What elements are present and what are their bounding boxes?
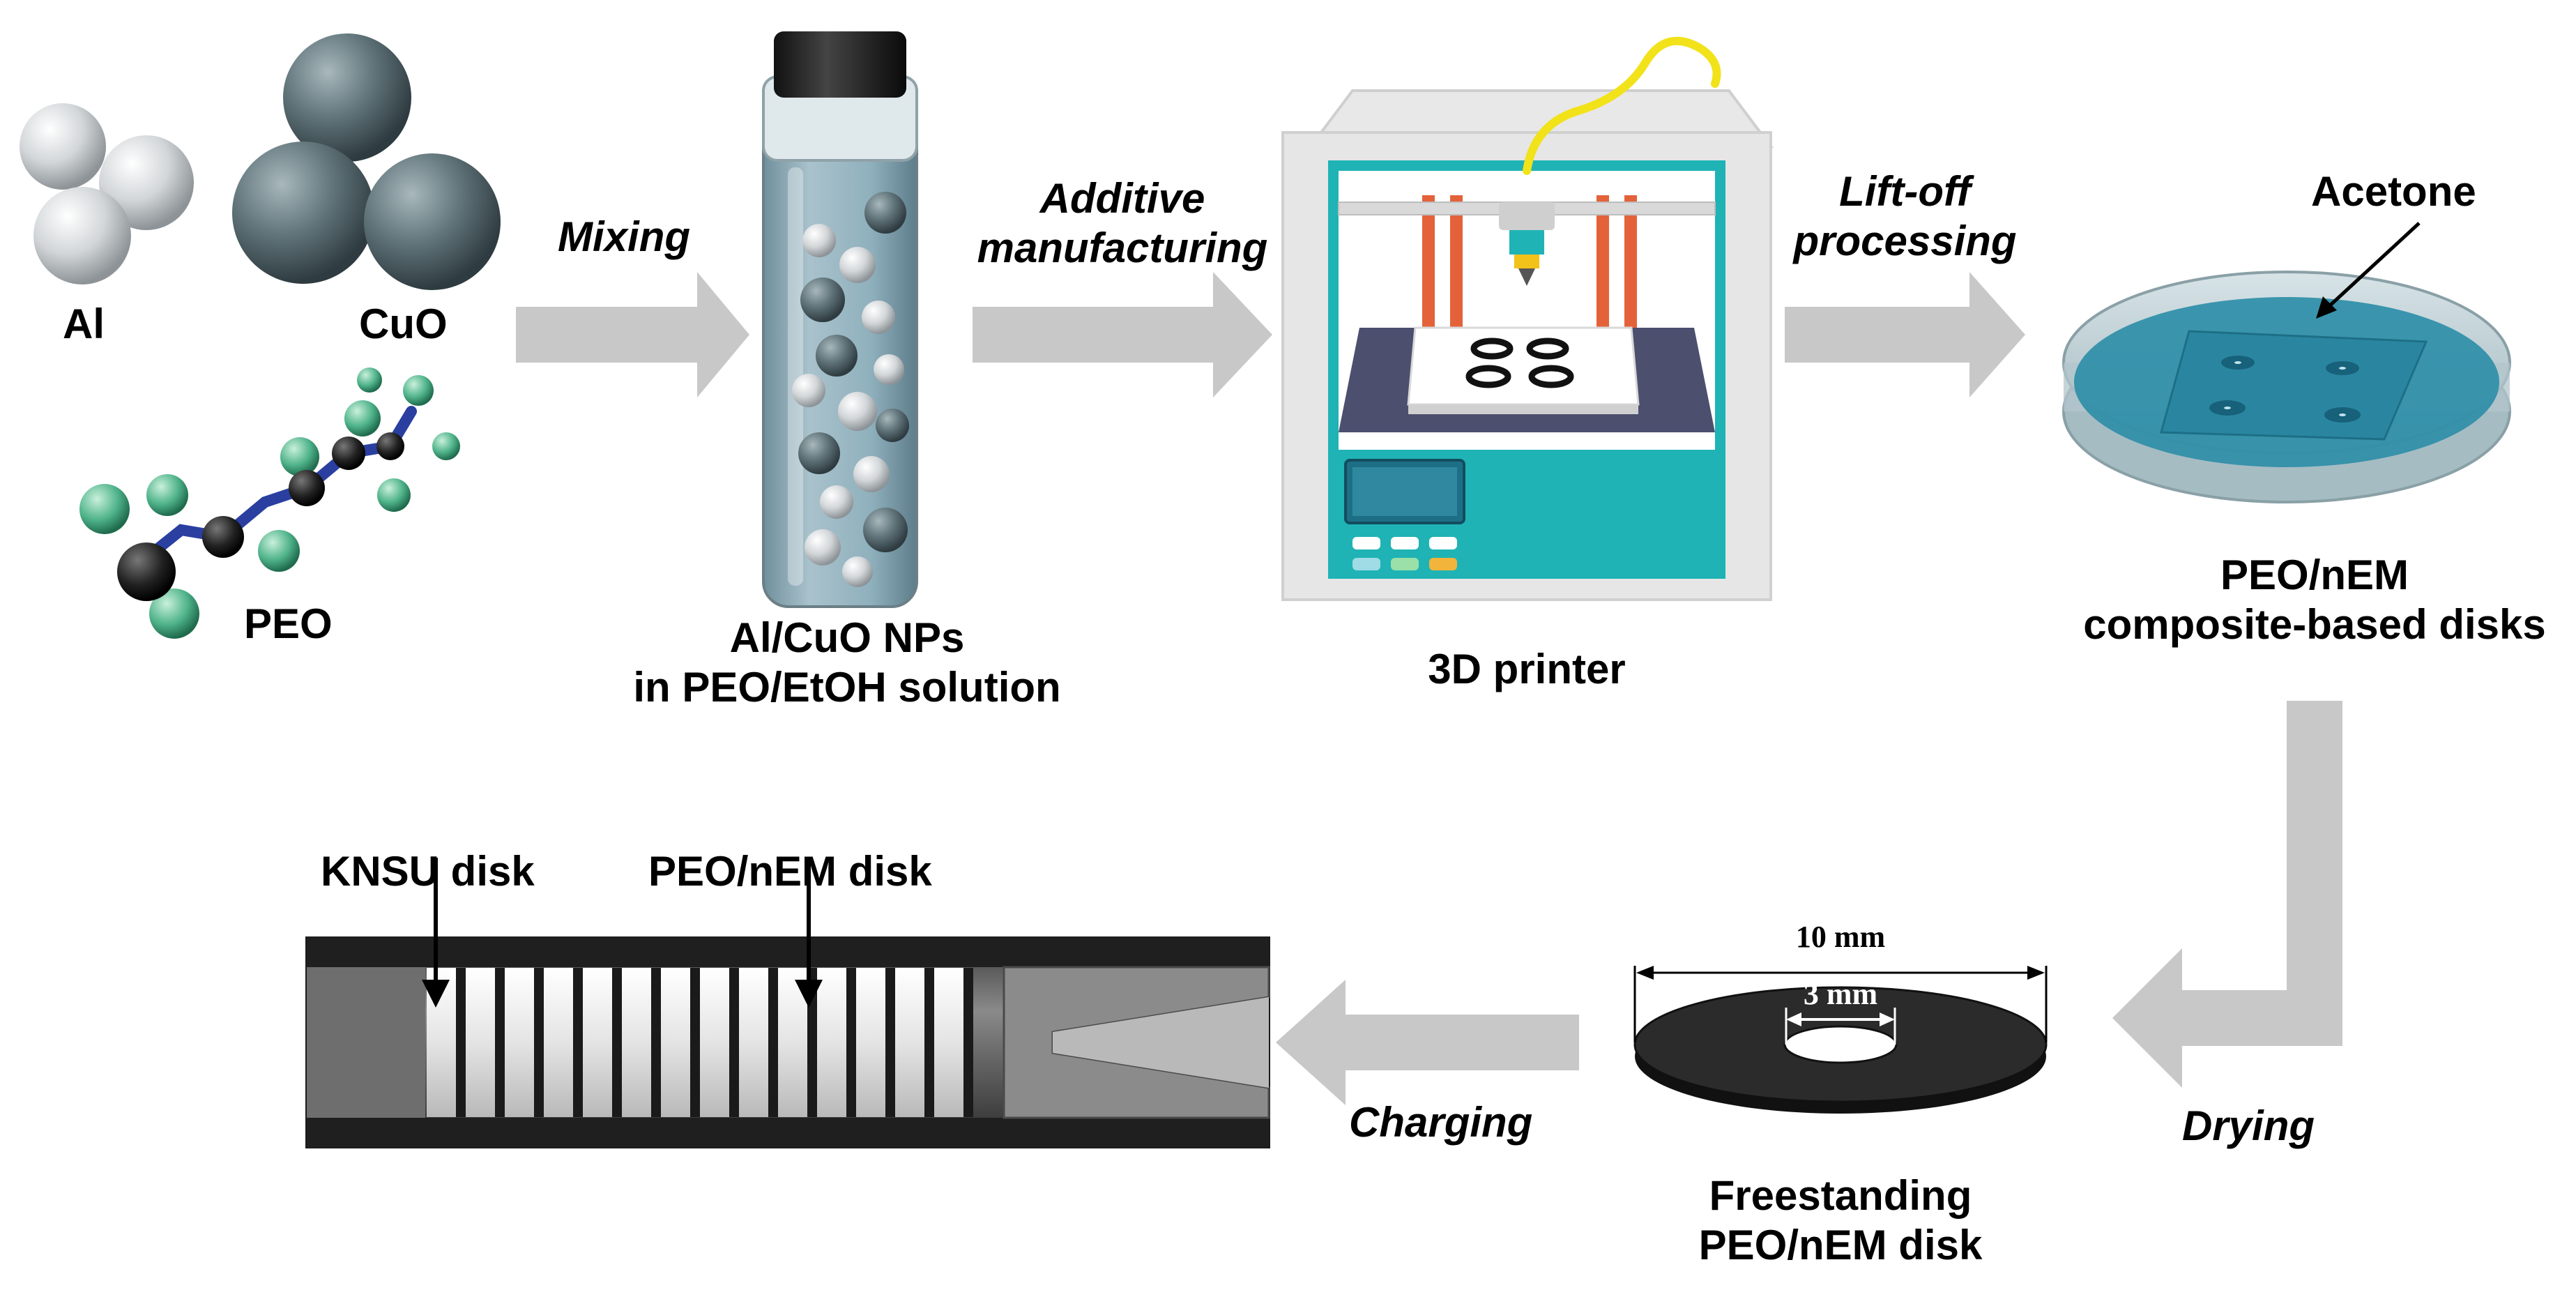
disk-gap — [573, 968, 583, 1117]
disk-caption: Freestanding PEO/nEM disk — [1645, 1171, 2036, 1270]
disk-gap — [963, 968, 973, 1117]
step-liftoff-line2: processing — [1793, 217, 2017, 264]
disk-caption-line1: Freestanding — [1709, 1172, 1972, 1219]
step-liftoff-label: Lift-off processing — [1785, 167, 2025, 266]
vial-cap — [774, 31, 906, 98]
cuo-sphere — [283, 33, 411, 162]
step-mixing-label: Mixing — [558, 213, 690, 260]
peo-label: PEO — [244, 600, 333, 647]
disk-gap — [729, 968, 739, 1117]
step-additive-label: Additive manufacturing — [973, 174, 1272, 273]
step-liftoff-line1: Lift-off — [1839, 168, 1971, 215]
disk-caption-line2: PEO/nEM disk — [1698, 1221, 1983, 1268]
stacked-disk — [700, 968, 729, 1117]
disk-gap — [456, 968, 466, 1117]
step-drying-label: Drying — [2182, 1102, 2315, 1149]
outer-diameter-label: 10 mm — [1795, 920, 1886, 954]
dish-caption-line2: composite-based disks — [2083, 600, 2546, 648]
stacked-disk — [895, 968, 924, 1117]
disk-gap — [846, 968, 856, 1117]
vial-caption-line2: in PEO/EtOH solution — [633, 663, 1061, 711]
disk-gap — [651, 968, 661, 1117]
dish-caption-line1: PEO/nEM — [2220, 552, 2409, 598]
knsu-disk-label: KNSU disk — [321, 848, 535, 895]
cuo-label: CuO — [359, 301, 448, 347]
arrow-drying — [2112, 701, 2342, 1088]
vial — [762, 31, 918, 608]
disk-gap — [612, 968, 622, 1117]
al-particles — [20, 103, 194, 284]
dish-caption: PEO/nEM composite-based disks — [2064, 551, 2566, 650]
propellant-grain — [427, 968, 973, 1117]
cuo-sphere — [364, 153, 501, 290]
vial-particles — [792, 192, 909, 587]
vial-caption-line1: Al/CuO NPs — [729, 614, 965, 661]
flow-arrows — [516, 272, 2342, 1105]
step-additive-line2: manufacturing — [977, 224, 1268, 271]
disk-gap — [924, 968, 934, 1117]
disk-gap — [495, 968, 505, 1117]
acetone-pointer — [2327, 222, 2421, 308]
inner-diameter-label: 3 mm — [1803, 977, 1878, 1011]
stacked-disk — [661, 968, 690, 1117]
peo-molecule — [79, 367, 460, 639]
cuo-sphere — [232, 142, 374, 284]
arrow-liftoff — [1785, 272, 2025, 397]
disk-gap — [534, 968, 544, 1117]
stacked-disk — [622, 968, 651, 1117]
arrow-mixing — [516, 272, 749, 397]
disk-hole — [1783, 1025, 1898, 1064]
petri-dish — [2062, 222, 2511, 503]
stacked-disk — [583, 968, 612, 1117]
stacked-disk — [739, 968, 768, 1117]
vial-caption: Al/CuO NPs in PEO/EtOH solution — [631, 614, 1063, 713]
motor-tube — [305, 858, 1270, 1148]
filament — [1523, 36, 1721, 175]
freestanding-disk — [1633, 966, 2048, 1114]
acetone-label: Acetone — [2311, 168, 2476, 215]
cuo-particles — [232, 33, 501, 290]
disk-gap — [690, 968, 700, 1117]
print-nozzle — [1499, 202, 1555, 286]
al-sphere — [99, 135, 194, 230]
stacked-disk — [466, 968, 495, 1117]
disk-gap — [885, 968, 895, 1117]
3d-printer — [1281, 36, 1774, 601]
stacked-disk — [856, 968, 885, 1117]
arrow-additive — [973, 272, 1272, 397]
stacked-disk — [934, 968, 963, 1117]
step-charging-label: Charging — [1349, 1099, 1533, 1146]
stacked-disk — [817, 968, 846, 1117]
step-additive-line1: Additive — [1039, 175, 1205, 222]
printer-caption: 3D printer — [1428, 646, 1626, 692]
stacked-disk — [544, 968, 573, 1117]
stacked-disk — [505, 968, 534, 1117]
printed-disks — [1465, 337, 1574, 388]
disk-gap — [768, 968, 778, 1117]
al-label: Al — [63, 301, 105, 347]
dish-disks — [2209, 356, 2361, 423]
al-sphere — [33, 187, 131, 284]
peo-disk-label: PEO/nEM disk — [648, 848, 932, 895]
arrow-charging — [1276, 980, 1579, 1105]
al-sphere — [20, 103, 106, 190]
